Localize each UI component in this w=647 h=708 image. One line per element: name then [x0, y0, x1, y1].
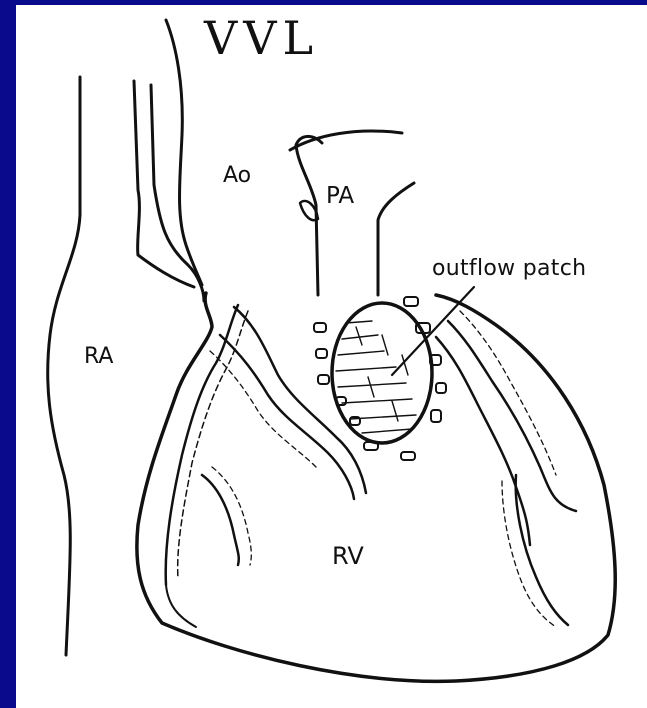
label-outflow-patch: outflow patch [432, 258, 586, 280]
diagram-panel: VVL Ao PA RA RV outflow patch [16, 5, 647, 708]
pa-right-wall [378, 183, 414, 295]
coronary-right [448, 321, 576, 511]
handwritten-initials: VVL [204, 15, 319, 61]
pa-top-arch [290, 131, 402, 150]
label-right-ventricle: RV [332, 544, 364, 568]
right-lower-branch [516, 475, 568, 625]
right-lower-branch-dashed [502, 481, 556, 627]
left-branch-dashed [212, 467, 251, 565]
label-aorta: Ao [223, 165, 251, 187]
label-right-atrium: RA [84, 346, 113, 368]
patch-hatching [336, 321, 416, 433]
right-atrium-outline [48, 77, 80, 655]
svc-inner-wall [134, 81, 194, 287]
left-branch [202, 475, 239, 565]
rv-apex-line [166, 585, 196, 627]
label-pulmonary-artery: PA [326, 185, 354, 208]
